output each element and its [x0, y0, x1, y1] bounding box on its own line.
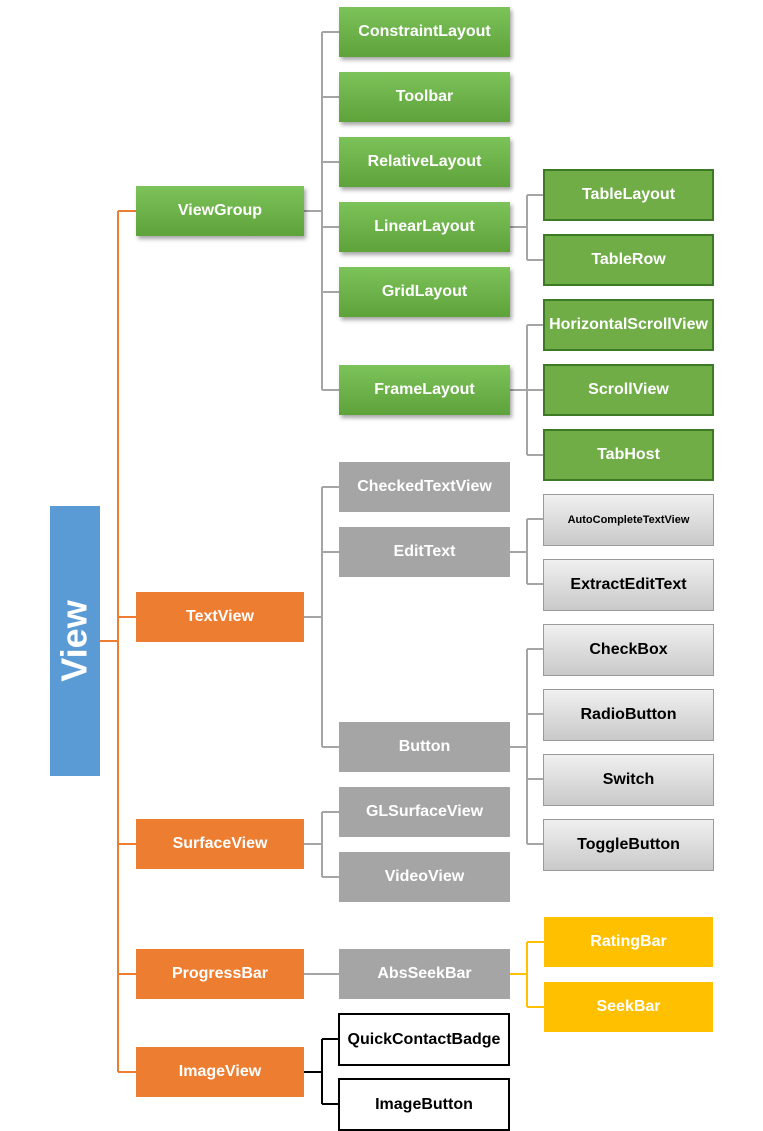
radiobutton-node: RadioButton [543, 689, 714, 741]
glsurfaceview-node: GLSurfaceView [339, 787, 510, 837]
relativelayout-node: RelativeLayout [339, 137, 510, 187]
autocompletetextview-node: AutoCompleteTextView [543, 494, 714, 546]
view-root-label: View [54, 600, 96, 682]
checkedtextview-node: CheckedTextView [339, 462, 510, 512]
view-root-node: View [50, 506, 100, 776]
progressbar-node: ProgressBar [136, 949, 304, 999]
ratingbar-node: RatingBar [544, 917, 713, 967]
tablelayout-node: TableLayout [543, 169, 714, 221]
imageview-node: ImageView [136, 1047, 304, 1097]
extractedittext-node: ExtractEditText [543, 559, 714, 611]
toolbar-node: Toolbar [339, 72, 510, 122]
togglebutton-node: ToggleButton [543, 819, 714, 871]
view-connectors [100, 210, 136, 1073]
gridlayout-node: GridLayout [339, 267, 510, 317]
switch-node: Switch [543, 754, 714, 806]
absseekbar-node: AbsSeekBar [339, 949, 510, 999]
tabhost-node: TabHost [543, 429, 714, 481]
edittext-node: EditText [339, 527, 510, 577]
checkbox-node: CheckBox [543, 624, 714, 676]
scrollview-node: ScrollView [543, 364, 714, 416]
videoview-node: VideoView [339, 852, 510, 902]
constraintlayout-node: ConstraintLayout [339, 7, 510, 57]
textview-node: TextView [136, 592, 304, 642]
linearlayout-node: LinearLayout [339, 202, 510, 252]
framelayout-node: FrameLayout [339, 365, 510, 415]
horizontalscrollview-node: HorizontalScrollView [543, 299, 714, 351]
button-node: Button [339, 722, 510, 772]
viewgroup-node: ViewGroup [136, 186, 304, 236]
tablerow-node: TableRow [543, 234, 714, 286]
quickcontactbadge-node: QuickContactBadge [338, 1013, 510, 1066]
imagebutton-node: ImageButton [338, 1078, 510, 1131]
surfaceview-node: SurfaceView [136, 819, 304, 869]
seekbar-node: SeekBar [544, 982, 713, 1032]
